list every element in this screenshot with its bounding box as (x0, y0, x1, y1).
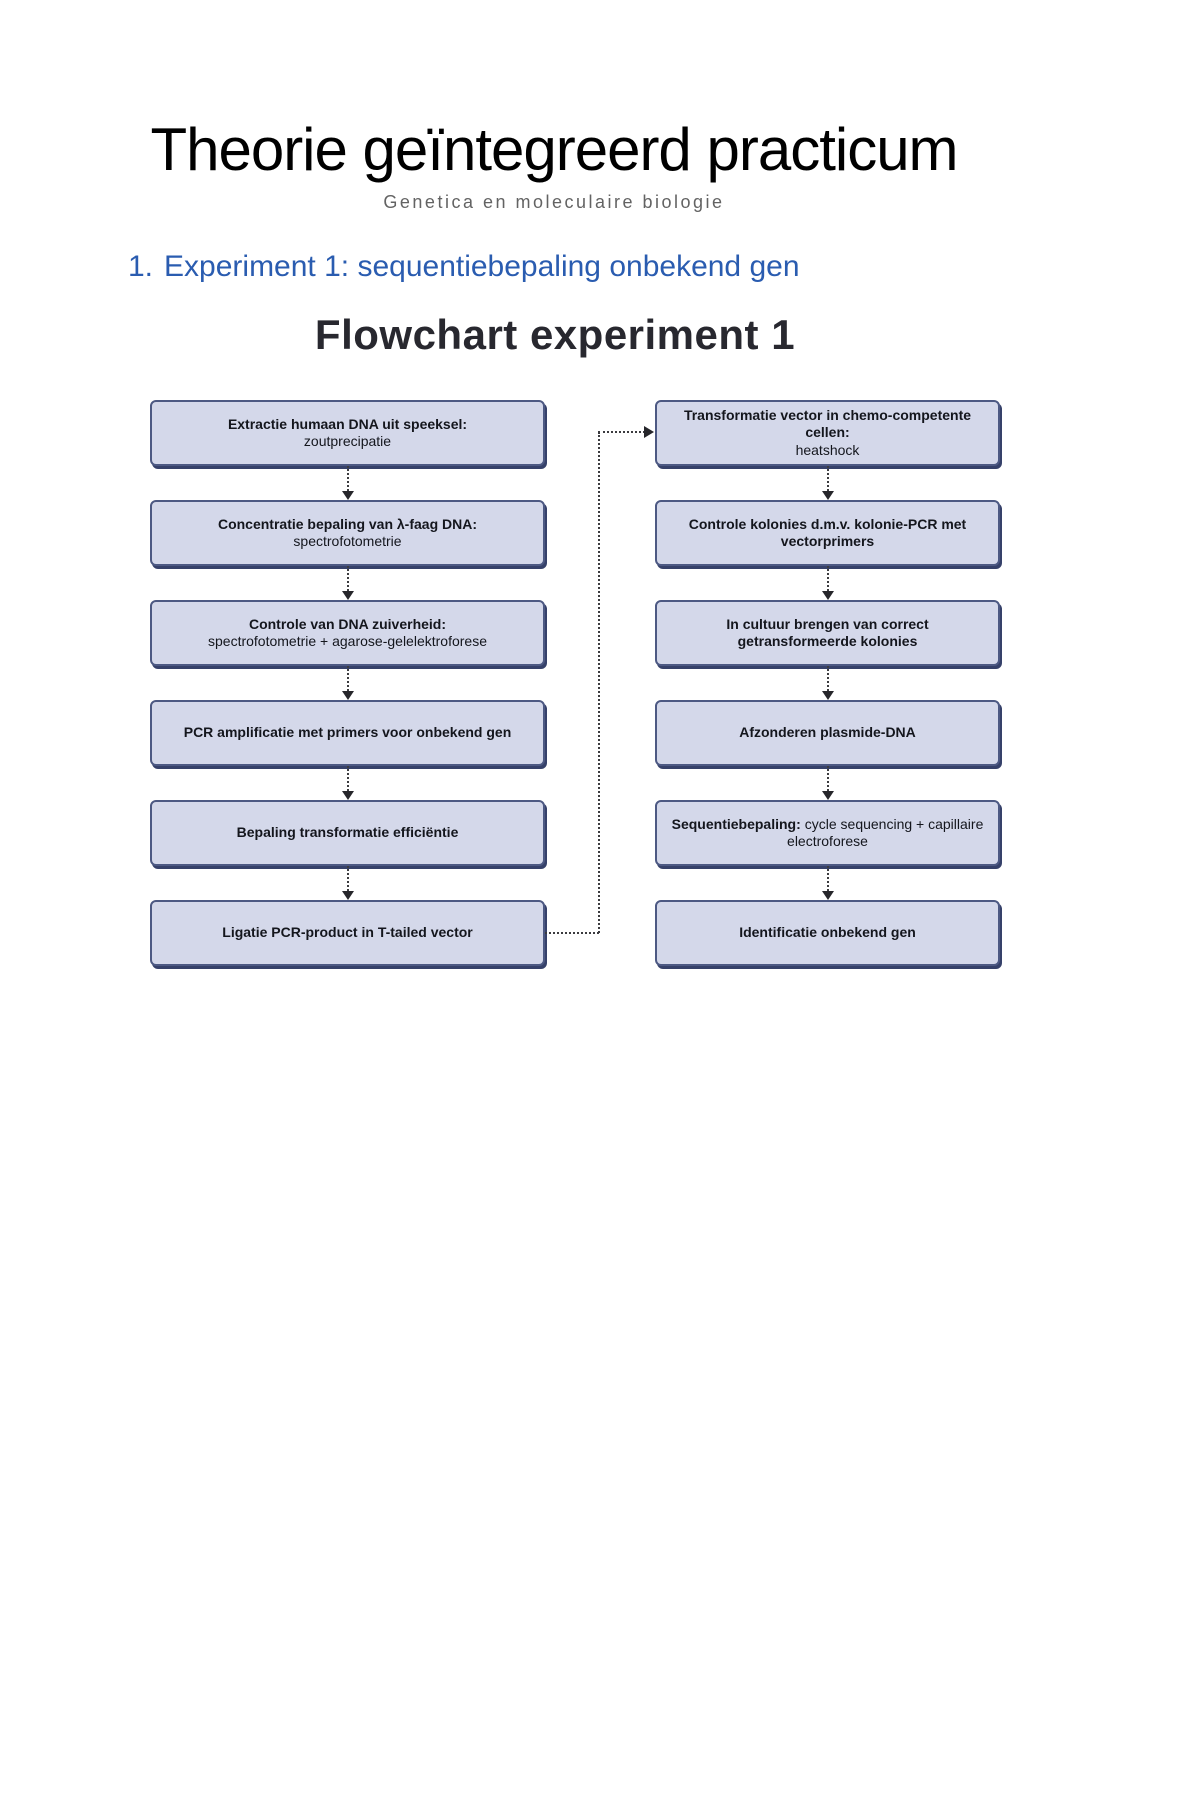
arrowhead-icon (821, 491, 834, 501)
arrow-down-icon (655, 766, 1000, 801)
flow-box-afzonderen-plasmide: Afzonderen plasmide-DNA (655, 700, 1000, 767)
arrow-down-icon (655, 666, 1000, 701)
elbow-connector-horizontal-end (598, 431, 645, 434)
flowchart-left-column: Extractie humaan DNA uit speeksel: zoutp… (150, 400, 545, 967)
arrowhead-icon (821, 891, 834, 901)
box-title: In cultuur brengen van correct getransfo… (726, 615, 929, 650)
page-title: Theorie geïntegreerd practicum (150, 116, 958, 183)
flow-box-text: In cultuur brengen van correct getransfo… (669, 616, 986, 651)
dotted-line (826, 466, 829, 492)
flow-box-text: Controle van DNA zuiverheid: spectrofoto… (208, 616, 487, 651)
dotted-line (826, 766, 829, 792)
box-title: Controle kolonies d.m.v. kolonie-PCR met… (688, 515, 967, 550)
flow-box-text: Controle kolonies d.m.v. kolonie-PCR met… (669, 516, 986, 551)
flowchart-right-column: Transformatie vector in chemo-competente… (655, 400, 1000, 967)
dotted-line (826, 866, 829, 892)
box-title: Bepaling transformatie efficiëntie (236, 824, 459, 841)
box-title: Identificatie onbekend gen (739, 924, 916, 941)
flowchart: Extractie humaan DNA uit speeksel: zoutp… (0, 400, 1200, 1010)
section-heading: 1. Experiment 1: sequentiebepaling onbeke… (128, 250, 1200, 285)
flow-box-bepaling-efficientie: Bepaling transformatie efficiëntie (150, 800, 545, 867)
arrow-down-icon (655, 566, 1000, 601)
dotted-line (826, 666, 829, 692)
box-title: PCR amplificatie met primers voor onbeke… (183, 724, 512, 741)
flow-box-text: Afzonderen plasmide-DNA (739, 724, 916, 742)
dotted-line (346, 466, 349, 492)
arrow-down-icon (655, 866, 1000, 901)
dotted-line (346, 866, 349, 892)
flow-box-in-cultuur-brengen: In cultuur brengen van correct getransfo… (655, 600, 1000, 667)
arrowhead-icon (341, 891, 354, 901)
arrow-down-icon (150, 766, 545, 801)
flow-box-text: Identificatie onbekend gen (739, 924, 916, 942)
flow-box-text: Ligatie PCR-product in T-tailed vector (222, 924, 472, 942)
page-subtitle: Genetica en moleculaire biologie (383, 191, 725, 212)
elbow-connector-vertical (598, 432, 600, 934)
flow-box-identificatie-gen: Identificatie onbekend gen (655, 900, 1000, 967)
dotted-line (346, 666, 349, 692)
box-title: Afzonderen plasmide-DNA (739, 724, 916, 741)
arrowhead-icon (341, 691, 354, 701)
flow-box-text: Sequentiebepaling:cycle sequencing + cap… (669, 816, 986, 851)
elbow-connector-horizontal-start (545, 932, 599, 935)
section-title: Experiment 1: sequentiebepaling onbekend… (164, 249, 800, 283)
arrow-down-icon (150, 866, 545, 901)
box-title: Transformatie vector in chemo-competente… (683, 406, 972, 441)
flowchart-title: Flowchart experiment 1 (314, 311, 796, 359)
arrowhead-icon (821, 791, 834, 801)
arrow-down-icon (655, 466, 1000, 501)
arrowhead-icon (821, 691, 834, 701)
arrowhead-icon (341, 791, 354, 801)
box-title: Sequentiebepaling: (671, 815, 801, 832)
flow-box-sequentiebepaling: Sequentiebepaling:cycle sequencing + cap… (655, 800, 1000, 867)
dotted-line (826, 566, 829, 592)
box-subtitle: heatshock (795, 442, 860, 459)
flow-box-text: PCR amplificatie met primers voor onbeke… (184, 724, 512, 742)
box-title: Ligatie PCR-product in T-tailed vector (222, 924, 473, 941)
box-subtitle: zoutprecipatie (303, 433, 392, 450)
arrowhead-icon (341, 491, 354, 501)
section-number: 1. (128, 249, 154, 283)
arrow-down-icon (150, 466, 545, 501)
box-subtitle: spectrofotometrie + agarose-gelelektrofo… (208, 633, 487, 650)
flow-box-text: Extractie humaan DNA uit speeksel: zoutp… (228, 416, 467, 451)
arrow-down-icon (150, 566, 545, 601)
flow-box-text: Transformatie vector in chemo-competente… (669, 407, 986, 460)
flow-box-controle-kolonies: Controle kolonies d.m.v. kolonie-PCR met… (655, 500, 1000, 567)
box-title: Extractie humaan DNA uit speeksel: (227, 415, 468, 432)
flow-box-controle-zuiverheid: Controle van DNA zuiverheid: spectrofoto… (150, 600, 545, 667)
box-subtitle: cycle sequencing + capillaire electrofor… (787, 815, 984, 850)
flow-box-ligatie-vector: Ligatie PCR-product in T-tailed vector (150, 900, 545, 967)
dotted-line (346, 766, 349, 792)
box-title: Concentratie bepaling van λ-faag DNA: (217, 515, 478, 532)
document-header: Theorie geïntegreerd practicum Genetica … (0, 116, 1108, 213)
flow-box-pcr-amplificatie: PCR amplificatie met primers voor onbeke… (150, 700, 545, 767)
box-title: Controle van DNA zuiverheid: (248, 615, 447, 632)
dotted-line (346, 566, 349, 592)
arrow-right-icon (644, 426, 654, 439)
flow-box-text: Bepaling transformatie efficiëntie (237, 824, 459, 842)
arrowhead-icon (341, 591, 354, 601)
flow-box-extractie-dna: Extractie humaan DNA uit speeksel: zoutp… (150, 400, 545, 467)
arrow-down-icon (150, 666, 545, 701)
flow-box-text: Concentratie bepaling van λ-faag DNA: sp… (218, 516, 477, 551)
document-page: Theorie geïntegreerd practicum Genetica … (0, 116, 1200, 1010)
box-subtitle: spectrofotometrie (293, 533, 402, 550)
flow-box-transformatie-vector: Transformatie vector in chemo-competente… (655, 400, 1000, 467)
arrowhead-icon (821, 591, 834, 601)
flow-box-concentratie-bepaling: Concentratie bepaling van λ-faag DNA: sp… (150, 500, 545, 567)
